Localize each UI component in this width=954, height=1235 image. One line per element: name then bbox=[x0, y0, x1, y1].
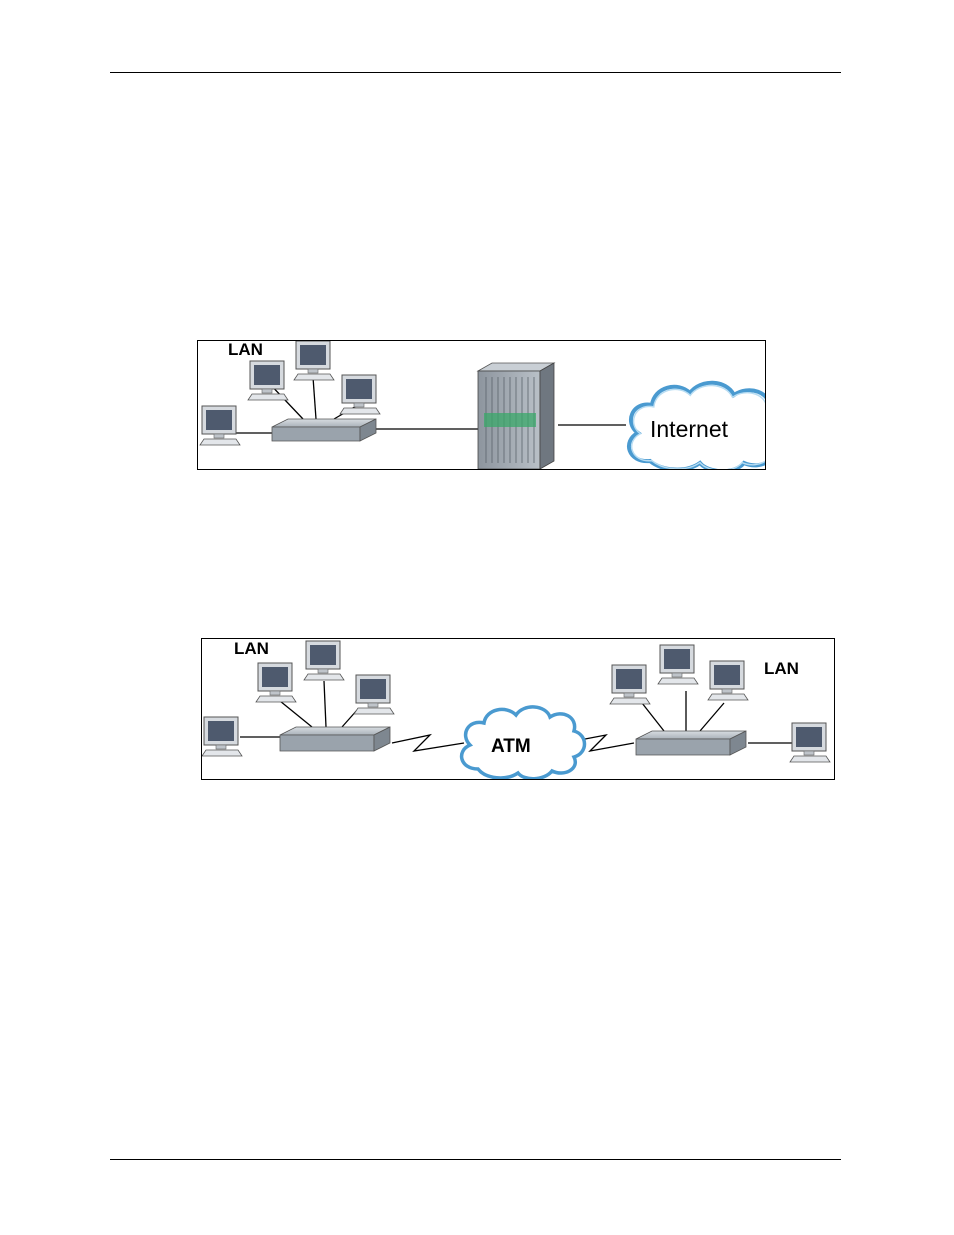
computer-icon bbox=[202, 717, 242, 756]
atm-label: ATM bbox=[491, 736, 531, 757]
internet-access-diagram: LAN Internet bbox=[197, 340, 766, 470]
computer-icon bbox=[256, 663, 296, 702]
right-router-icon bbox=[636, 731, 746, 755]
atm-link-diagram: LAN LAN ATM bbox=[201, 638, 835, 780]
computer-icon bbox=[304, 641, 344, 680]
lan-label: LAN bbox=[228, 341, 263, 359]
computer-icon bbox=[248, 361, 288, 400]
left-router-icon bbox=[280, 727, 390, 751]
computer-icon bbox=[658, 645, 698, 684]
left-lan-label: LAN bbox=[234, 639, 269, 658]
right-lan-label: LAN bbox=[764, 659, 799, 678]
computer-icon bbox=[294, 341, 334, 380]
footer-rule bbox=[110, 1159, 841, 1160]
computer-icon bbox=[354, 675, 394, 714]
computer-icon bbox=[610, 665, 650, 704]
computer-icon bbox=[200, 406, 240, 445]
router-icon bbox=[272, 419, 376, 441]
computer-icon bbox=[340, 375, 380, 414]
header-rule bbox=[110, 72, 841, 73]
dslam-rack-icon bbox=[478, 363, 554, 469]
internet-label: Internet bbox=[650, 416, 729, 442]
computer-icon bbox=[790, 723, 830, 762]
computer-icon bbox=[708, 661, 748, 700]
